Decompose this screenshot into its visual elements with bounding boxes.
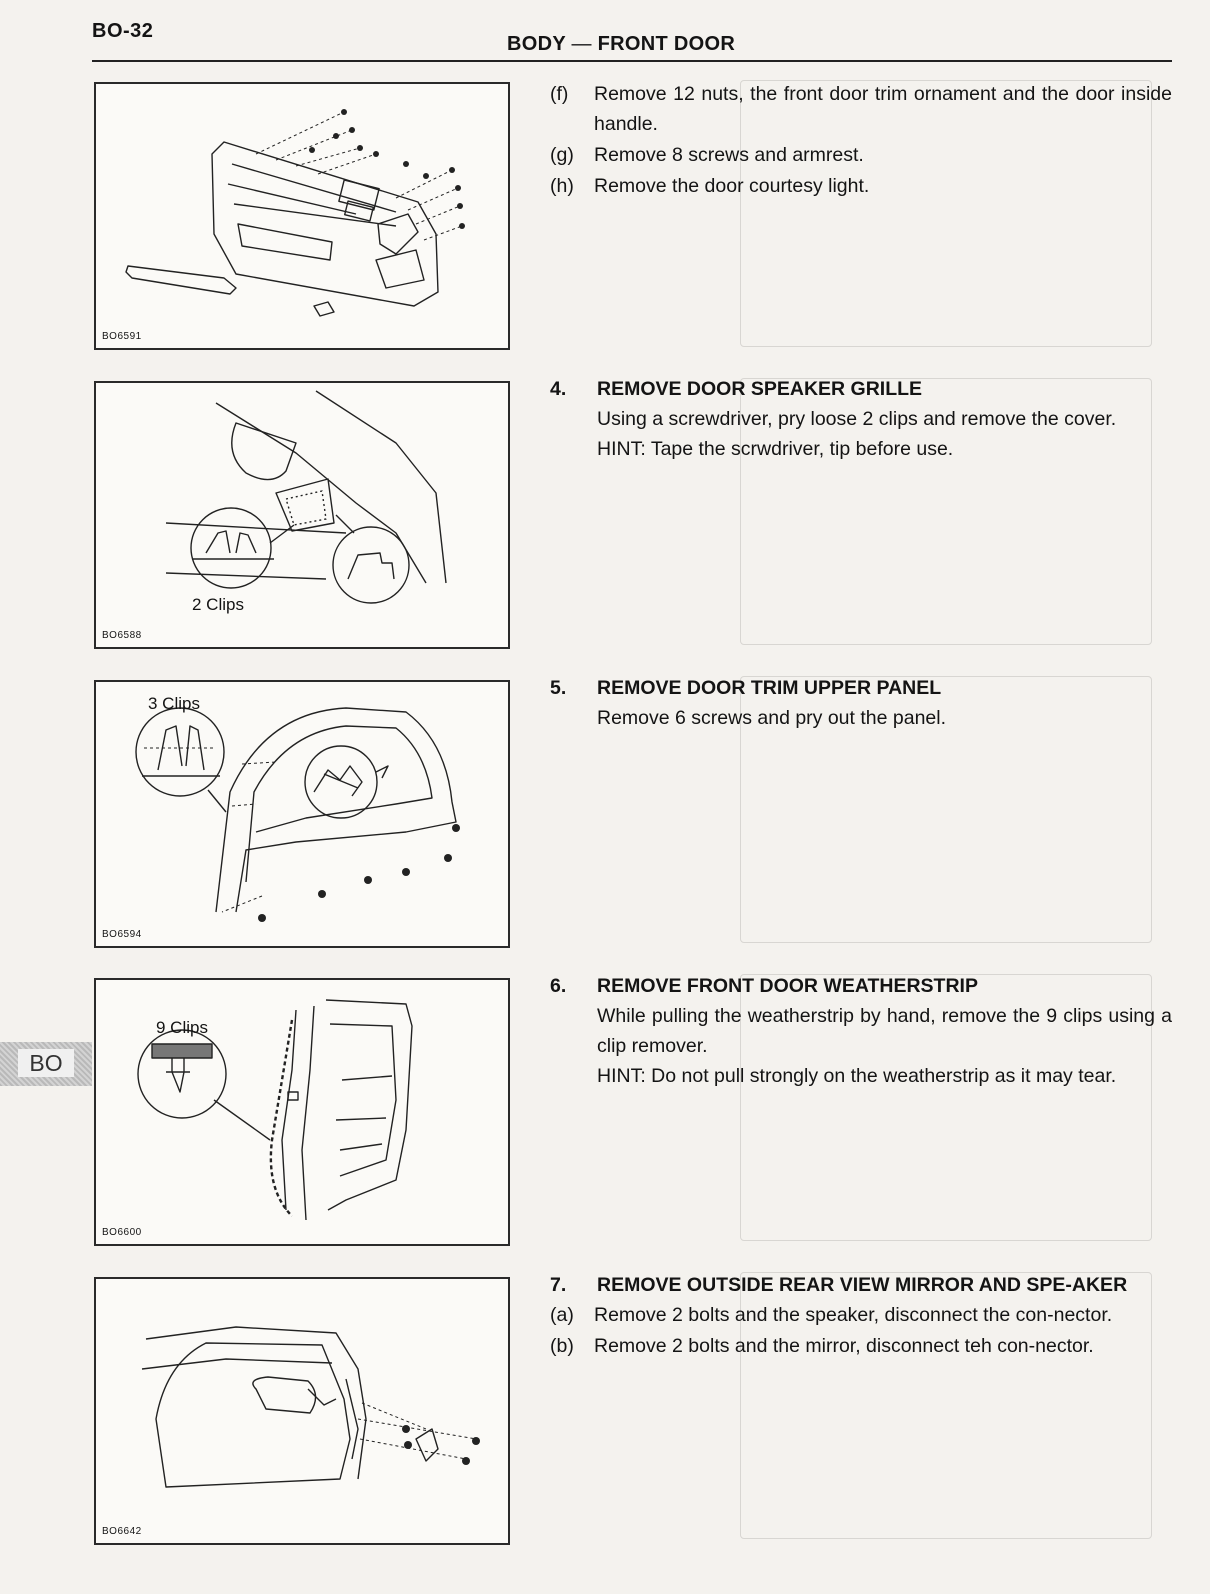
step-6: 6. REMOVE FRONT DOOR WEATHERSTRIP While …: [550, 971, 1172, 1091]
step-number: 7.: [550, 1274, 567, 1296]
substep-text: Remove 12 nuts, the front door trim orna…: [594, 83, 1172, 135]
substep-label: (g): [550, 144, 574, 166]
substep-label: (b): [550, 1335, 574, 1357]
header-separator: —: [571, 33, 592, 55]
substep-a: (a) Remove 2 bolts and the speaker, disc…: [550, 1300, 1172, 1330]
step-title: REMOVE DOOR TRIM UPPER PANEL: [597, 677, 942, 699]
figure-upper-panel: 3 Clips BO6594: [94, 680, 510, 948]
substeps-trim: (f) Remove 12 nuts, the front door trim …: [550, 79, 1172, 202]
substep-text: Remove 2 bolts and the mirror, disconnec…: [594, 1335, 1094, 1357]
weatherstrip-drawing: [137, 999, 413, 1221]
bleed-through-box: [740, 378, 1152, 645]
substep-h: (h) Remove the door courtesy light.: [550, 171, 1172, 201]
substep-text: Remove 8 screws and armrest.: [594, 144, 864, 166]
figure-code: BO6594: [102, 929, 142, 940]
step-heading: 7. REMOVE OUTSIDE REAR VIEW MIRROR AND S…: [550, 1270, 1172, 1300]
page-header: BODY — FRONT DOOR: [507, 33, 735, 56]
substep-b: (b) Remove 2 bolts and the mirror, disco…: [550, 1331, 1172, 1361]
side-tab-label: BO: [18, 1049, 74, 1077]
step-hint: HINT: Do not pull strongly on the weathe…: [597, 1065, 1117, 1087]
substep-label: (a): [550, 1304, 574, 1326]
step-text: Remove 6 screws and pry out the panel.: [597, 707, 947, 729]
bleed-through-box: [740, 676, 1152, 943]
step-heading: 4. REMOVE DOOR SPEAKER GRILLE: [550, 374, 1172, 404]
mirror-speaker-drawing: [141, 1326, 480, 1488]
figure-code: BO6600: [102, 1227, 142, 1238]
step-heading: 5. REMOVE DOOR TRIM UPPER PANEL: [550, 673, 1172, 703]
step-text: Using a screwdriver, pry loose 2 clips a…: [597, 408, 1117, 430]
bleed-through-box: [740, 80, 1152, 347]
header-section: BODY: [507, 33, 566, 55]
step-title: REMOVE FRONT DOOR WEATHERSTRIP: [597, 975, 978, 997]
speaker-grille-drawing: [165, 390, 447, 604]
substep-label: (h): [550, 175, 574, 197]
step-7: 7. REMOVE OUTSIDE REAR VIEW MIRROR AND S…: [550, 1270, 1172, 1362]
substep-g: (g) Remove 8 screws and armrest.: [550, 140, 1172, 170]
step-text: While pulling the weatherstrip by hand, …: [597, 1005, 1172, 1057]
step-title: REMOVE DOOR SPEAKER GRILLE: [597, 378, 923, 400]
figure-code: BO6588: [102, 630, 142, 641]
substep-text: Remove the door courtesy light.: [594, 175, 870, 197]
figure-door-trim-exploded: BO6591: [94, 82, 510, 350]
door-trim-drawing: [125, 109, 465, 317]
step-number: 4.: [550, 378, 567, 400]
figure-mirror-speaker: BO6642: [94, 1277, 510, 1545]
figure-weatherstrip: 9 Clips BO6600: [94, 978, 510, 1246]
bleed-through-box: [740, 974, 1152, 1241]
figure-speaker-grille: 2 Clips BO6588: [94, 381, 510, 649]
step-heading: 6. REMOVE FRONT DOOR WEATHERSTRIP: [550, 971, 1172, 1001]
section-side-tab: BO: [0, 1042, 92, 1086]
step-5: 5. REMOVE DOOR TRIM UPPER PANEL Remove 6…: [550, 673, 1172, 733]
substep-text: Remove 2 bolts and the speaker, disconne…: [594, 1304, 1113, 1326]
figure-code: BO6642: [102, 1526, 142, 1537]
upper-panel-drawing: [135, 707, 460, 922]
step-hint: HINT: Tape the scrwdriver, tip before us…: [597, 438, 954, 460]
step-4: 4. REMOVE DOOR SPEAKER GRILLE Using a sc…: [550, 374, 1172, 464]
figure-code: BO6591: [102, 331, 142, 342]
figure-label-clips: 2 Clips: [192, 595, 244, 614]
substep-label: (f): [550, 83, 569, 105]
bleed-through-box: [740, 1272, 1152, 1539]
header-subsection: FRONT DOOR: [597, 33, 736, 55]
figure-label-clips: 9 Clips: [156, 1018, 208, 1037]
step-title: REMOVE OUTSIDE REAR VIEW MIRROR AND SPE-…: [597, 1274, 1128, 1296]
figure-label-clips: 3 Clips: [148, 694, 200, 713]
substep-f: (f) Remove 12 nuts, the front door trim …: [550, 79, 1172, 139]
header-rule: [92, 60, 1172, 62]
step-number: 5.: [550, 677, 567, 699]
page-number: BO-32: [92, 20, 154, 42]
step-number: 6.: [550, 975, 567, 997]
